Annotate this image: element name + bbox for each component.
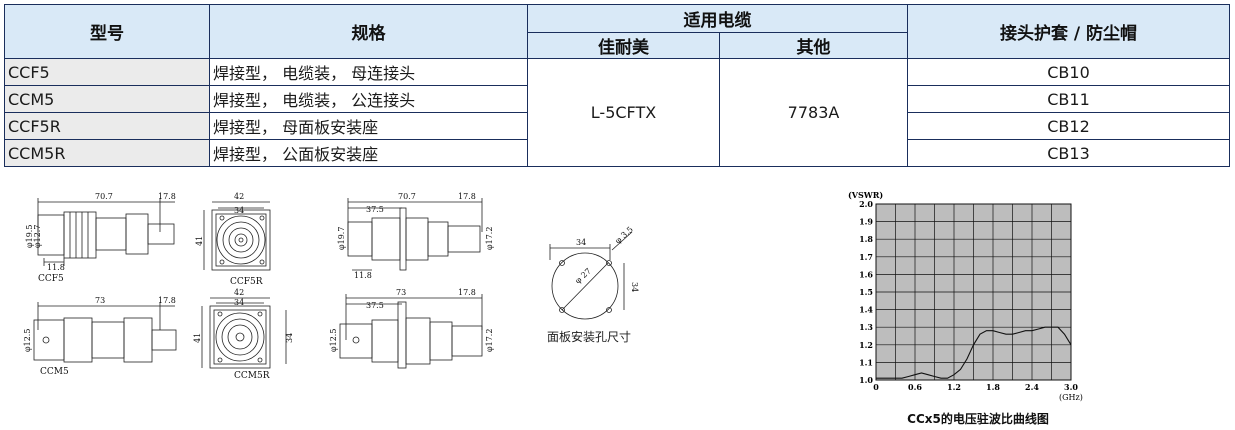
- header-cap: 接头护套 / 防尘帽: [907, 4, 1230, 59]
- x-tick-label: 1.2: [947, 382, 961, 392]
- model-cell: CCM5: [4, 85, 210, 113]
- x-tick-label: 2.4: [1025, 382, 1039, 392]
- y-tick-label: 1.6: [859, 269, 873, 279]
- cap-cell: CB11: [907, 85, 1230, 113]
- y-tick-label: 1.5: [859, 287, 873, 297]
- ccm5r-side-dim-d: φ12.5: [329, 329, 338, 352]
- ccf5-dim-d1: φ19.5: [25, 225, 34, 248]
- ccf5r-drawing: [203, 201, 271, 271]
- ccm5r-dim-h2: 34: [285, 333, 294, 343]
- chart-grid: [876, 204, 1071, 380]
- technical-drawings: 70.7 17.8 φ19.5 φ12.7 11.8 CCF5 73 17.8 …: [23, 192, 639, 381]
- spec-cell: 焊接型， 母面板安装座: [209, 112, 528, 140]
- panel-cutout-drawing: [549, 231, 633, 320]
- y-tick-labels: 1.0 1.1 1.2 1.3 1.4 1.5 1.6 1.7 1.8 1.9 2.0: [859, 199, 873, 385]
- ccf5-dim-short: 11.8: [47, 263, 65, 272]
- ccf5-dim-len: 70.7: [95, 192, 113, 201]
- vswr-chart: 1.0 1.1 1.2 1.3 1.4 1.5 1.6 1.7 1.8 1.9 2.0 0 0.6 1.…: [848, 190, 1083, 402]
- ccm5-dim-tail: 17.8: [158, 296, 176, 305]
- table-row: CCF5 焊接型， 电缆装， 母连接头 L-5CFTX 7783A CB10: [4, 58, 1230, 167]
- table-row: CCM5 焊接型， 电缆装， 公连接头 CB11: [4, 85, 1230, 113]
- cap-cell: CB12: [907, 112, 1230, 140]
- header-model: 型号: [4, 4, 210, 59]
- ccm5r-side-drawing: [339, 294, 483, 369]
- ccf5r-side-dim-d: φ19.7: [337, 227, 346, 250]
- ccm5r-side-dim-len: 73: [396, 288, 406, 297]
- ccf5r-side-dim-len: 70.7: [398, 192, 416, 201]
- ccf5r-side-dim-tail: 17.8: [458, 192, 476, 201]
- model-cell: CCM5R: [4, 139, 210, 167]
- panel-dim-d: φ 27: [573, 267, 593, 286]
- y-tick-label: 1.8: [859, 234, 873, 244]
- ccm5r-dim-w: 42: [234, 288, 244, 297]
- y-tick-label: 1.2: [859, 340, 873, 350]
- x-axis-label: (GHz): [1059, 393, 1083, 402]
- panel-cutout-caption: 面板安装孔尺寸: [547, 330, 632, 344]
- ccf5r-dim-w: 42: [234, 192, 244, 201]
- ccf5-dim-d2: φ12.7: [33, 225, 42, 248]
- table-row: CCM5R 焊接型， 公面板安装座 CB13: [4, 139, 1230, 167]
- ccf5r-side-drawing: [347, 198, 483, 271]
- y-tick-label: 1.9: [859, 217, 873, 227]
- cable-jiannaimei-cell: L-5CFTX: [527, 58, 720, 167]
- ccm5r-side-dim-inner: 37.5: [366, 301, 384, 310]
- ccm5-drawing: [33, 302, 177, 363]
- y-axis-label: (VSWR): [848, 190, 883, 200]
- spec-cell: 焊接型， 电缆装， 公连接头: [209, 85, 528, 113]
- ccf5r-dim-in: 34: [234, 206, 244, 215]
- header-cable-other: 其他: [719, 32, 908, 59]
- panel-dim-w: 34: [576, 238, 586, 247]
- x-tick-label: 0: [873, 382, 879, 392]
- ccm5r-drawing: [201, 297, 287, 369]
- ccm5r-side-dim-tail: 17.8: [458, 288, 476, 297]
- cap-cell: CB13: [907, 139, 1230, 167]
- chart-title: CCx5的电压驻波比曲线图: [907, 412, 1049, 426]
- x-tick-label: 1.8: [986, 382, 1000, 392]
- ccm5-label: CCM5: [40, 367, 69, 377]
- ccf5r-side-dim-inner: 37.5: [366, 205, 384, 214]
- spec-cell: 焊接型， 公面板安装座: [209, 139, 528, 167]
- ccf5-drawing: [37, 198, 175, 266]
- y-tick-label: 1.4: [859, 305, 873, 315]
- ccf5r-label: CCF5R: [230, 277, 263, 287]
- cap-cell: CB10: [907, 58, 1230, 86]
- ccm5r-dim-h: 41: [193, 333, 202, 343]
- panel-dim-hole: φ 3.5: [613, 225, 635, 246]
- y-tick-label: 2.0: [859, 199, 873, 209]
- spec-table: 型号 规格 适用电缆 接头护套 / 防尘帽 佳耐美 其他 CCF5 焊接型， 电…: [4, 4, 1230, 167]
- ccm5-dim-len: 73: [95, 296, 105, 305]
- ccf5-dim-tail: 17.8: [158, 192, 176, 201]
- ccm5-dim-d1: φ12.5: [23, 329, 32, 352]
- x-tick-labels: 0 0.6 1.2 1.8 2.4 3.0: [873, 382, 1078, 392]
- ccm5r-label: CCM5R: [234, 371, 270, 381]
- ccf5r-dim-h: 41: [195, 236, 204, 246]
- ccf5r-side-dim-d2: φ17.2: [485, 227, 494, 250]
- panel-dim-h: 34: [630, 282, 639, 292]
- header-cable-jiannaimei: 佳耐美: [527, 32, 720, 59]
- ccf5r-side-dim-short: 11.8: [354, 271, 372, 280]
- y-tick-label: 1.1: [859, 357, 873, 367]
- vswr-series-line: [876, 326, 1072, 379]
- y-tick-label: 1.3: [859, 322, 873, 332]
- x-tick-label: 3.0: [1064, 382, 1078, 392]
- cable-other-cell: 7783A: [719, 58, 908, 167]
- x-tick-label: 0.6: [908, 382, 922, 392]
- model-cell: CCF5: [4, 58, 210, 86]
- ccm5r-side-dim-d2: φ17.2: [485, 329, 494, 352]
- y-tick-label: 1.7: [859, 252, 873, 262]
- y-tick-label: 1.0: [859, 375, 873, 385]
- ccm5r-dim-in: 34: [234, 298, 244, 307]
- spec-cell: 焊接型， 电缆装， 母连接头: [209, 58, 528, 86]
- table-row: CCF5R 焊接型， 母面板安装座 CB12: [4, 112, 1230, 140]
- ccf5-label: CCF5: [38, 274, 64, 284]
